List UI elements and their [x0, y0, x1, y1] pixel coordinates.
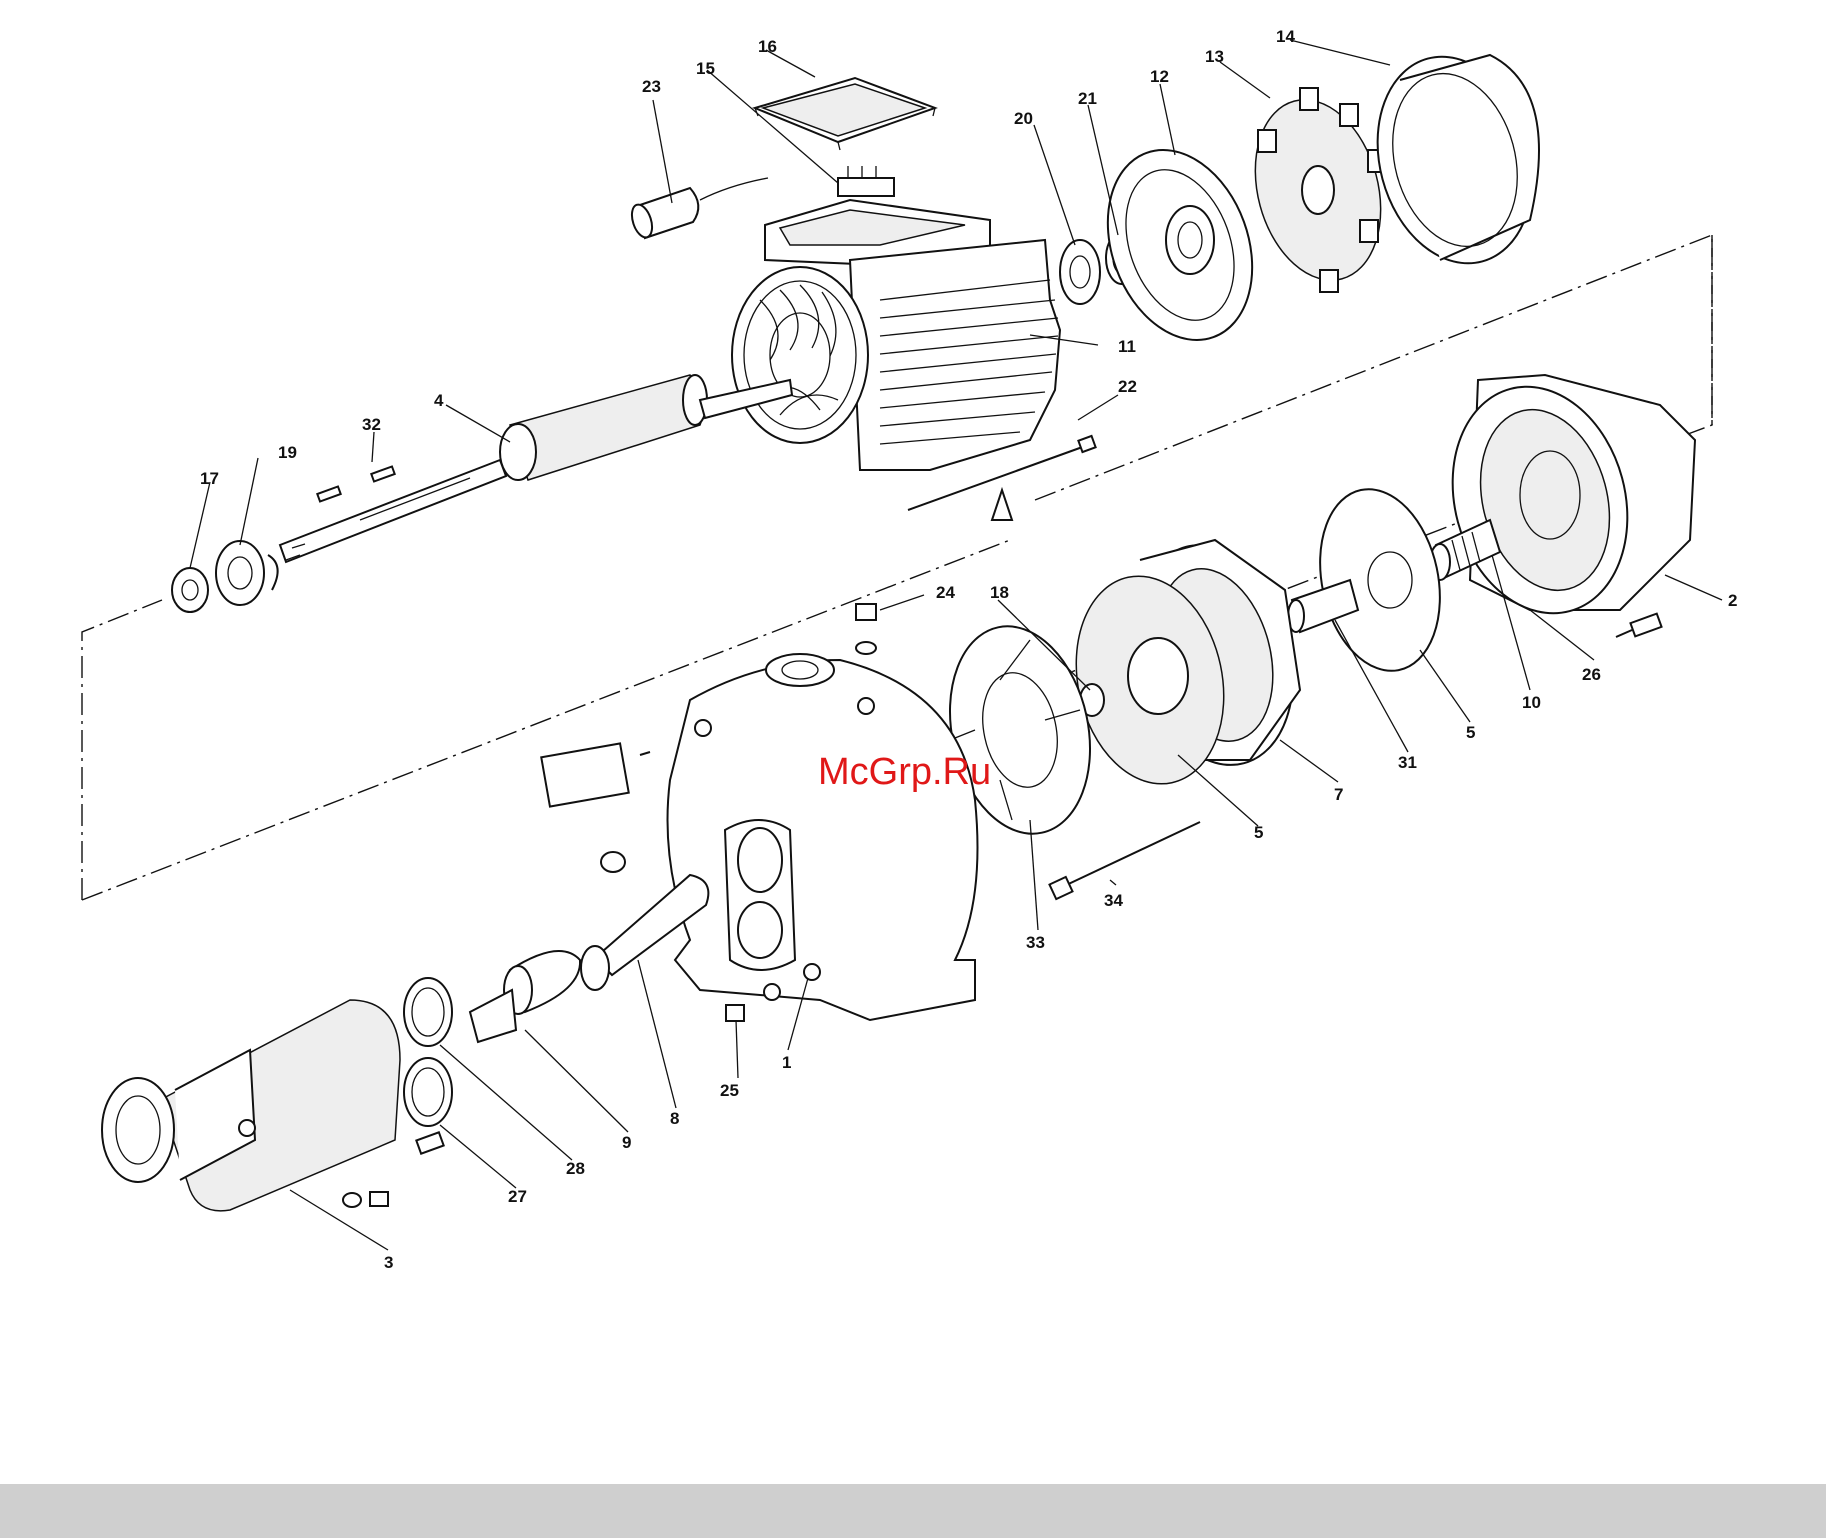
terminal-box-cover: [755, 78, 935, 150]
callout-8: 8: [670, 1109, 679, 1128]
callout-27: 27: [508, 1187, 527, 1206]
callout-11: 11: [1118, 337, 1136, 356]
bracket-bolt: [1616, 614, 1662, 637]
shaft-nut: [172, 568, 208, 612]
callout-12: 12: [1150, 67, 1169, 86]
watermark: McGrp.Ru: [818, 751, 991, 793]
callout-16: 16: [758, 37, 777, 56]
callout-17: 17: [200, 469, 219, 488]
callout-3: 3: [384, 1253, 393, 1272]
gasket-28: [404, 978, 452, 1046]
callout-2: 2: [1728, 591, 1737, 610]
callout-4: 4: [434, 391, 444, 410]
long-bolt: [1049, 822, 1200, 899]
bearing-rear: [1060, 240, 1100, 304]
callout-9: 9: [622, 1133, 631, 1152]
callout-34: 34: [1104, 891, 1123, 910]
end-shield: [1083, 130, 1278, 361]
terminal-block: [838, 166, 894, 196]
callout-33: 33: [1026, 933, 1045, 952]
fan-cover: [1355, 39, 1554, 281]
callout-14: 14: [1276, 27, 1295, 46]
callout-19: 19: [278, 443, 297, 462]
ejector-nozzle: [470, 951, 580, 1042]
motor-body: [732, 200, 1060, 470]
callout-25: 25: [720, 1081, 739, 1100]
callout-18: 18: [990, 583, 1009, 602]
pressure-switch: [541, 743, 650, 872]
ejector-body: [102, 1000, 400, 1211]
callout-13: 13: [1205, 47, 1224, 66]
exploded-pump-diagram: McGrp.Ru 16 15: [0, 0, 1826, 1484]
pump-body: [668, 654, 978, 1020]
bearing-front: [216, 541, 278, 605]
callout-5b: 5: [1254, 823, 1263, 842]
callout-15: 15: [696, 59, 715, 78]
callout-1: 1: [782, 1053, 791, 1072]
cooling-fan: [1236, 86, 1400, 295]
callout-7: 7: [1334, 785, 1343, 804]
footer-bar: [0, 1484, 1826, 1538]
fill-plug: [856, 604, 876, 654]
rotor: [280, 375, 792, 562]
callout-28: 28: [566, 1159, 585, 1178]
callout-5a: 5: [1466, 723, 1475, 742]
callout-20: 20: [1014, 109, 1033, 128]
shaft-keys: [317, 466, 394, 501]
gasket-27: [404, 1058, 452, 1154]
callout-26: 26: [1582, 665, 1601, 684]
callout-32: 32: [362, 415, 381, 434]
callout-21: 21: [1078, 89, 1097, 108]
callout-24: 24: [936, 583, 955, 602]
callout-10: 10: [1522, 693, 1541, 712]
callout-22: 22: [1118, 377, 1137, 396]
callout-31: 31: [1398, 753, 1417, 772]
callout-23: 23: [642, 77, 661, 96]
diffuser-upper: [1304, 478, 1456, 682]
capacitor: [628, 178, 768, 240]
motor-bracket: [1428, 367, 1695, 633]
